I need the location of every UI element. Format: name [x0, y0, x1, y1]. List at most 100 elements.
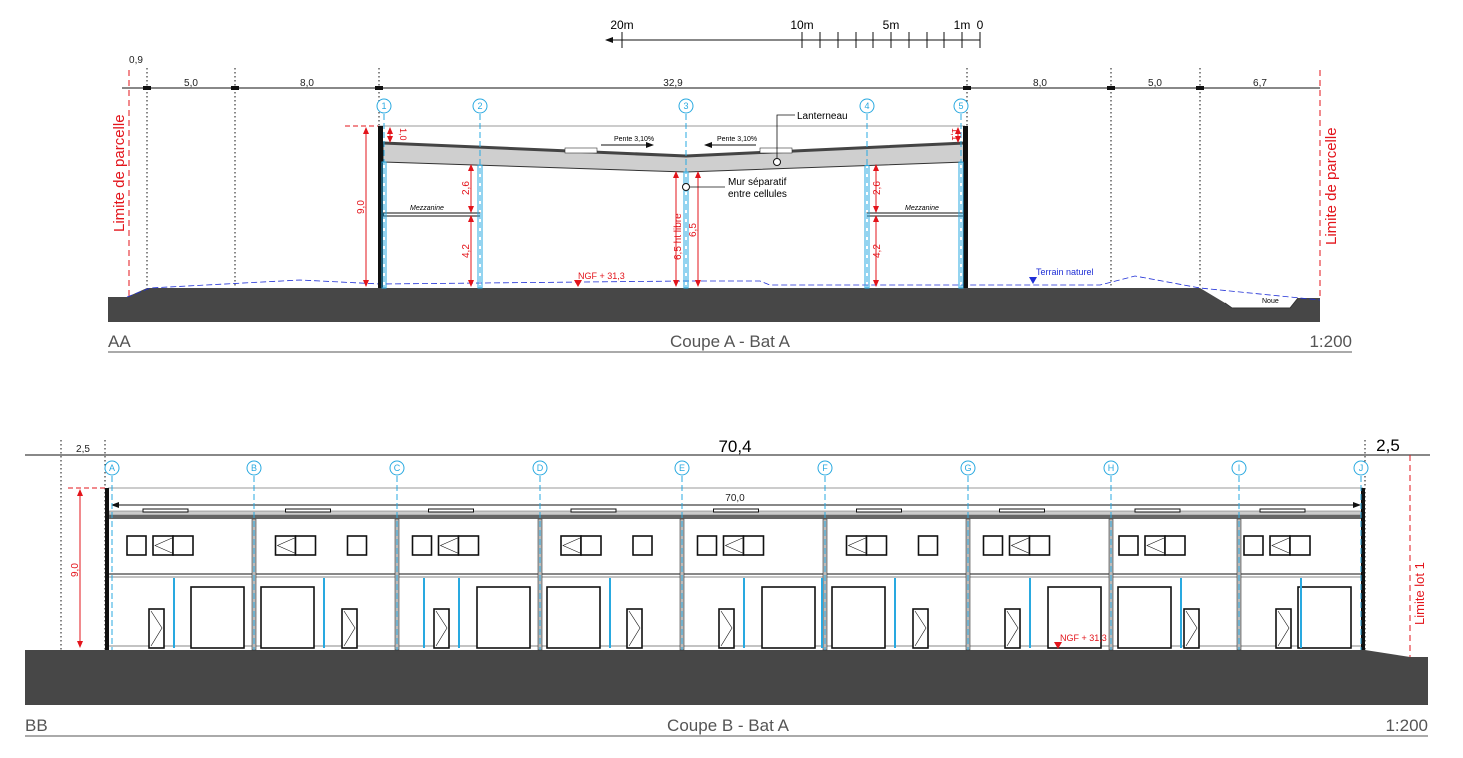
grid-bubble — [960, 460, 976, 476]
parapet-left-label: 1,0 — [398, 128, 408, 141]
dim-5-0-left: 5,0 — [184, 78, 198, 89]
dimension-tick — [143, 86, 151, 90]
bay — [537, 508, 653, 651]
dim-b-right: 2,5 — [1376, 436, 1400, 455]
column — [864, 165, 870, 289]
window-opening-icon — [154, 537, 173, 554]
window-opening-icon — [439, 537, 458, 554]
mid-height-label: 6,5 — [688, 223, 699, 237]
pedestrian-door — [912, 608, 929, 649]
mezzanine-left-floor — [382, 212, 481, 217]
skylight-label: Lanterneau — [797, 111, 848, 122]
window — [411, 535, 433, 556]
scale-label-20m: 20m — [610, 18, 633, 32]
section-a-title: Coupe A - Bat A — [670, 332, 791, 351]
section-b-scale: 1:200 — [1385, 716, 1428, 735]
window-opening-icon — [1010, 537, 1029, 554]
dim-6-7: 6,7 — [1253, 78, 1267, 89]
dim-8-0-right: 8,0 — [1033, 78, 1047, 89]
lower-right-label: 4,2 — [872, 244, 883, 258]
window-opening-icon — [1146, 537, 1165, 554]
sectional-door — [546, 586, 601, 649]
window — [1164, 535, 1186, 556]
grid-label: J — [1359, 463, 1364, 473]
dimension-tick — [375, 86, 383, 90]
door-swing-icon — [150, 610, 163, 647]
bay — [251, 508, 368, 651]
window — [126, 535, 147, 556]
terrain-line — [126, 275, 1321, 301]
dim-b-total: 70,4 — [718, 437, 751, 456]
parapet-right-label: 1,1 — [950, 128, 960, 141]
grid-label: G — [964, 463, 971, 473]
skylight — [1134, 508, 1181, 513]
wall-right — [963, 126, 968, 288]
grid-bubble — [376, 98, 392, 114]
window-opening-icon — [847, 537, 866, 554]
dimension-tick — [963, 86, 971, 90]
grid-bubble — [1103, 460, 1119, 476]
pedestrian-door — [1275, 608, 1292, 649]
window-opening-icon — [276, 537, 295, 554]
grid-label: D — [537, 463, 544, 473]
skylight-left — [564, 147, 598, 154]
dimension-tick — [1196, 86, 1204, 90]
section-b-code: BB — [25, 716, 48, 735]
grid-bubble — [817, 460, 833, 476]
grid-bubble — [472, 98, 488, 114]
bay — [965, 508, 1102, 651]
wall-b-right — [1361, 488, 1365, 650]
level-label-a: NGF + 31,3 — [578, 271, 625, 281]
grid-label: I — [1238, 463, 1241, 473]
ditch — [1224, 297, 1299, 309]
skylight — [713, 508, 759, 513]
window — [346, 535, 368, 556]
window-opening-icon — [1271, 537, 1290, 554]
skylight — [285, 508, 331, 513]
dimension-tick — [231, 86, 239, 90]
window — [294, 535, 317, 556]
grid-label: B — [251, 463, 257, 473]
dim-b-inner: 70,0 — [725, 493, 745, 504]
column — [958, 161, 964, 289]
terrain-label: Terrain naturel — [1036, 267, 1094, 277]
window — [696, 535, 718, 556]
dim-8-0-left: 8,0 — [300, 78, 314, 89]
scale-label-10m: 10m — [790, 18, 813, 32]
roof-edge — [109, 515, 1363, 519]
window — [917, 535, 939, 556]
column — [381, 161, 387, 289]
separating-wall-label-2: entre cellules — [728, 189, 787, 200]
section-b-title: Coupe B - Bat A — [667, 716, 790, 735]
grid-bubble — [674, 460, 690, 476]
skylight — [856, 508, 902, 513]
window — [632, 535, 653, 556]
grid-label: C — [394, 463, 401, 473]
wall-left — [378, 126, 383, 288]
grid-label: E — [679, 463, 685, 473]
window — [1118, 535, 1139, 556]
pedestrian-door — [148, 608, 165, 649]
separating-wall-marker — [682, 183, 690, 191]
height-b-label: 9,0 — [70, 563, 81, 577]
sectional-door — [831, 586, 886, 649]
bay — [821, 508, 939, 651]
door-swing-icon — [343, 610, 356, 647]
window — [982, 535, 1004, 556]
window — [580, 535, 602, 556]
mezzanine-left-label: Mezzanine — [410, 205, 444, 212]
section-a-code: AA — [108, 332, 131, 351]
clear-height-label: 6,5 ht libre — [673, 213, 684, 260]
scale-label-1m: 1m — [954, 18, 971, 32]
bay — [1236, 508, 1352, 651]
sectional-door — [1117, 586, 1172, 649]
skylight-marker — [773, 158, 781, 166]
level-marker-a — [574, 280, 582, 287]
sectional-door — [1047, 586, 1102, 649]
sectional-door — [260, 586, 315, 649]
door-swing-icon — [435, 610, 448, 647]
grid-bubble — [1353, 460, 1369, 476]
parcel-limit-left-label: Limite de parcelle — [111, 114, 128, 232]
bay — [679, 508, 816, 651]
grid-label: 5 — [958, 101, 963, 111]
